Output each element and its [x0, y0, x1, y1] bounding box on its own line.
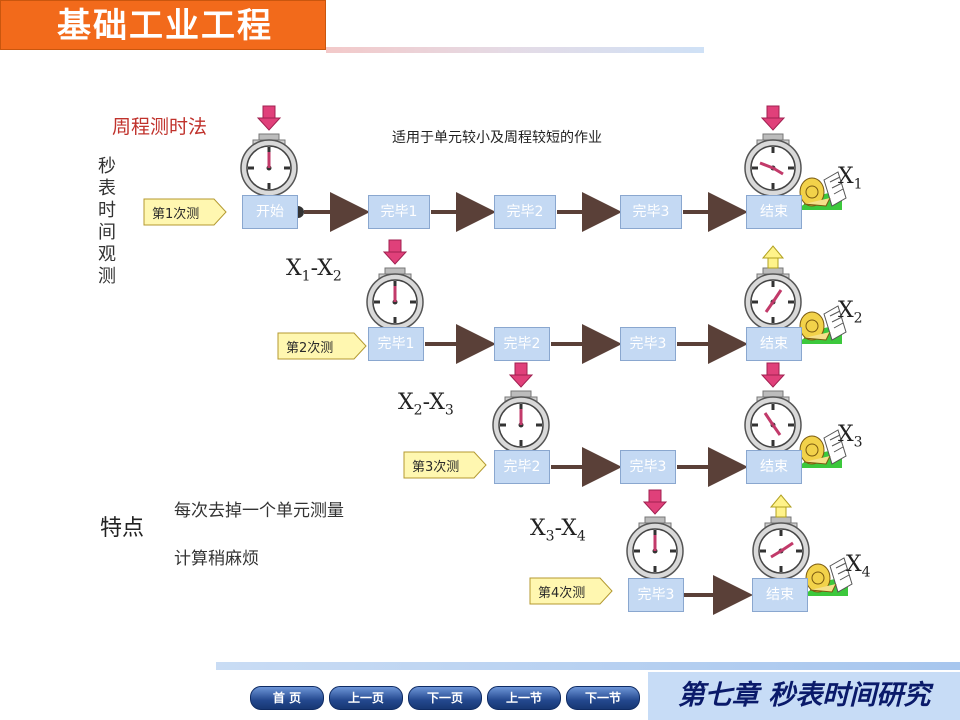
- trial-tag-1: 第1次测: [152, 207, 200, 222]
- feature-item: 每次去掉一个单元测量: [174, 501, 344, 521]
- step-box: 结束: [752, 578, 808, 612]
- interval-label-2: X1-X2: [286, 256, 342, 285]
- trial-tag-3: 第3次测: [412, 460, 460, 475]
- step-box: 完毕1: [368, 327, 424, 361]
- step-box: 结束: [746, 195, 802, 229]
- step-box: 完毕1: [368, 195, 430, 229]
- step-box: 开始: [242, 195, 298, 229]
- feature-item: 计算稍麻烦: [174, 549, 259, 569]
- result-label-1: X1: [838, 164, 863, 193]
- method-title: 周程测时法: [112, 116, 208, 138]
- vertical-label: 秒表时间观测: [98, 156, 116, 287]
- page-title: 基础工业工程: [0, 0, 326, 50]
- result-label-2: X2: [838, 298, 863, 327]
- step-box: 完毕3: [620, 327, 676, 361]
- step-box: 结束: [746, 450, 802, 484]
- chapter-title: 第七章 秒表时间研究: [648, 672, 960, 720]
- trial-tag-shape: [529, 577, 613, 605]
- step-box: 完毕2: [494, 450, 550, 484]
- nav-next-section-button[interactable]: 下一节: [566, 686, 640, 710]
- nav-home-button[interactable]: 首 页: [250, 686, 324, 710]
- title-divider: [326, 47, 704, 53]
- interval-label-4: X3-X4: [530, 516, 586, 545]
- nav-next-page-button[interactable]: 下一页: [408, 686, 482, 710]
- step-box: 结束: [746, 327, 802, 361]
- trial-tag-2: 第2次测: [286, 341, 334, 356]
- row-2-graphics: [366, 239, 847, 364]
- step-box: 完毕2: [494, 195, 556, 229]
- trial-tag-shape: [143, 198, 227, 226]
- footer-divider: [216, 662, 960, 670]
- trial-tag-4: 第4次测: [538, 586, 586, 601]
- step-box: 完毕3: [620, 450, 676, 484]
- step-box: 完毕3: [628, 578, 684, 612]
- result-label-3: X3: [838, 422, 863, 451]
- applies-note: 适用于单元较小及周程较短的作业: [392, 130, 602, 146]
- trial-tag-shape: [403, 451, 487, 479]
- nav-prev-page-button[interactable]: 上一页: [329, 686, 403, 710]
- interval-label-3: X2-X3: [398, 390, 454, 419]
- trial-tag-shape: [277, 332, 367, 360]
- features-title: 特点: [100, 516, 145, 541]
- row-3-graphics: [492, 362, 847, 487]
- step-box: 完毕3: [620, 195, 682, 229]
- result-label-4: X4: [846, 552, 871, 581]
- row-1-graphics: [240, 105, 847, 232]
- nav-prev-section-button[interactable]: 上一节: [487, 686, 561, 710]
- step-box: 完毕2: [494, 327, 550, 361]
- row-4-graphics: [626, 489, 853, 615]
